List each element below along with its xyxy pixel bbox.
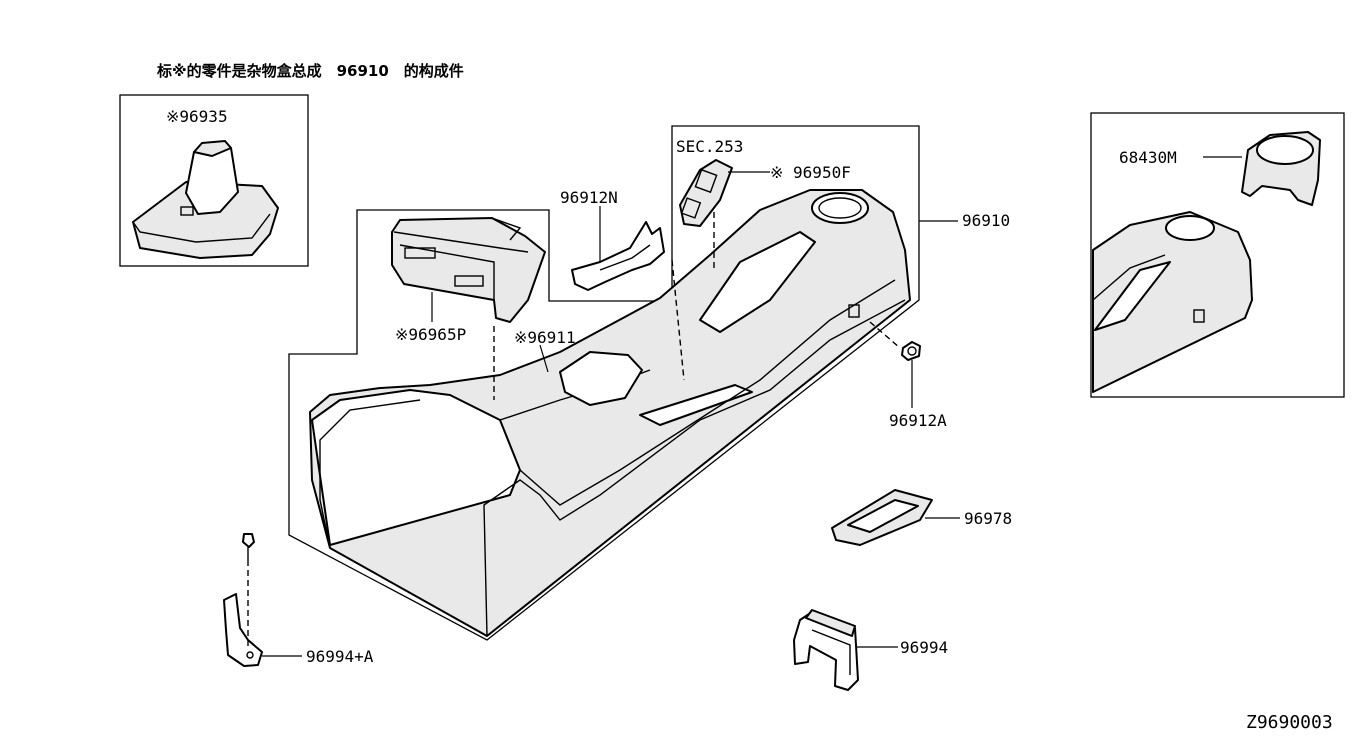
diagram-id: Z9690003	[1246, 712, 1333, 733]
clip-96912A	[901, 341, 921, 361]
cup-holder-96950F	[679, 159, 733, 227]
bracket-96994	[793, 609, 859, 691]
label-96911: ※96911	[514, 328, 576, 347]
label-sec253: SEC.253	[676, 137, 743, 156]
detail-box-68430M: 68430M	[1090, 112, 1345, 398]
label-96935: ※96935	[166, 107, 228, 126]
label-96994A: 96994+A	[306, 647, 374, 666]
leader-lines	[247, 171, 960, 657]
storage-box-96965P	[391, 217, 546, 323]
bracket-96994A	[223, 533, 263, 667]
label-96910: 96910	[962, 211, 1010, 230]
label-96994: 96994	[900, 638, 948, 657]
detail-box-96935: ※96935	[119, 94, 309, 267]
finisher-96978	[831, 489, 933, 546]
center-console	[309, 189, 911, 637]
label-96978: 96978	[964, 509, 1012, 528]
label-96965P: ※96965P	[395, 325, 466, 344]
console-assembly-frame	[288, 125, 920, 641]
label-96912N: 96912N	[560, 188, 618, 207]
bracket-96912N	[571, 221, 665, 291]
label-68430M: 68430M	[1119, 148, 1177, 167]
label-96912A: 96912A	[889, 411, 947, 430]
label-96950F: ※ 96950F	[770, 163, 851, 182]
header-note: 标※的零件是杂物盒总成 96910 的构成件	[156, 62, 464, 80]
